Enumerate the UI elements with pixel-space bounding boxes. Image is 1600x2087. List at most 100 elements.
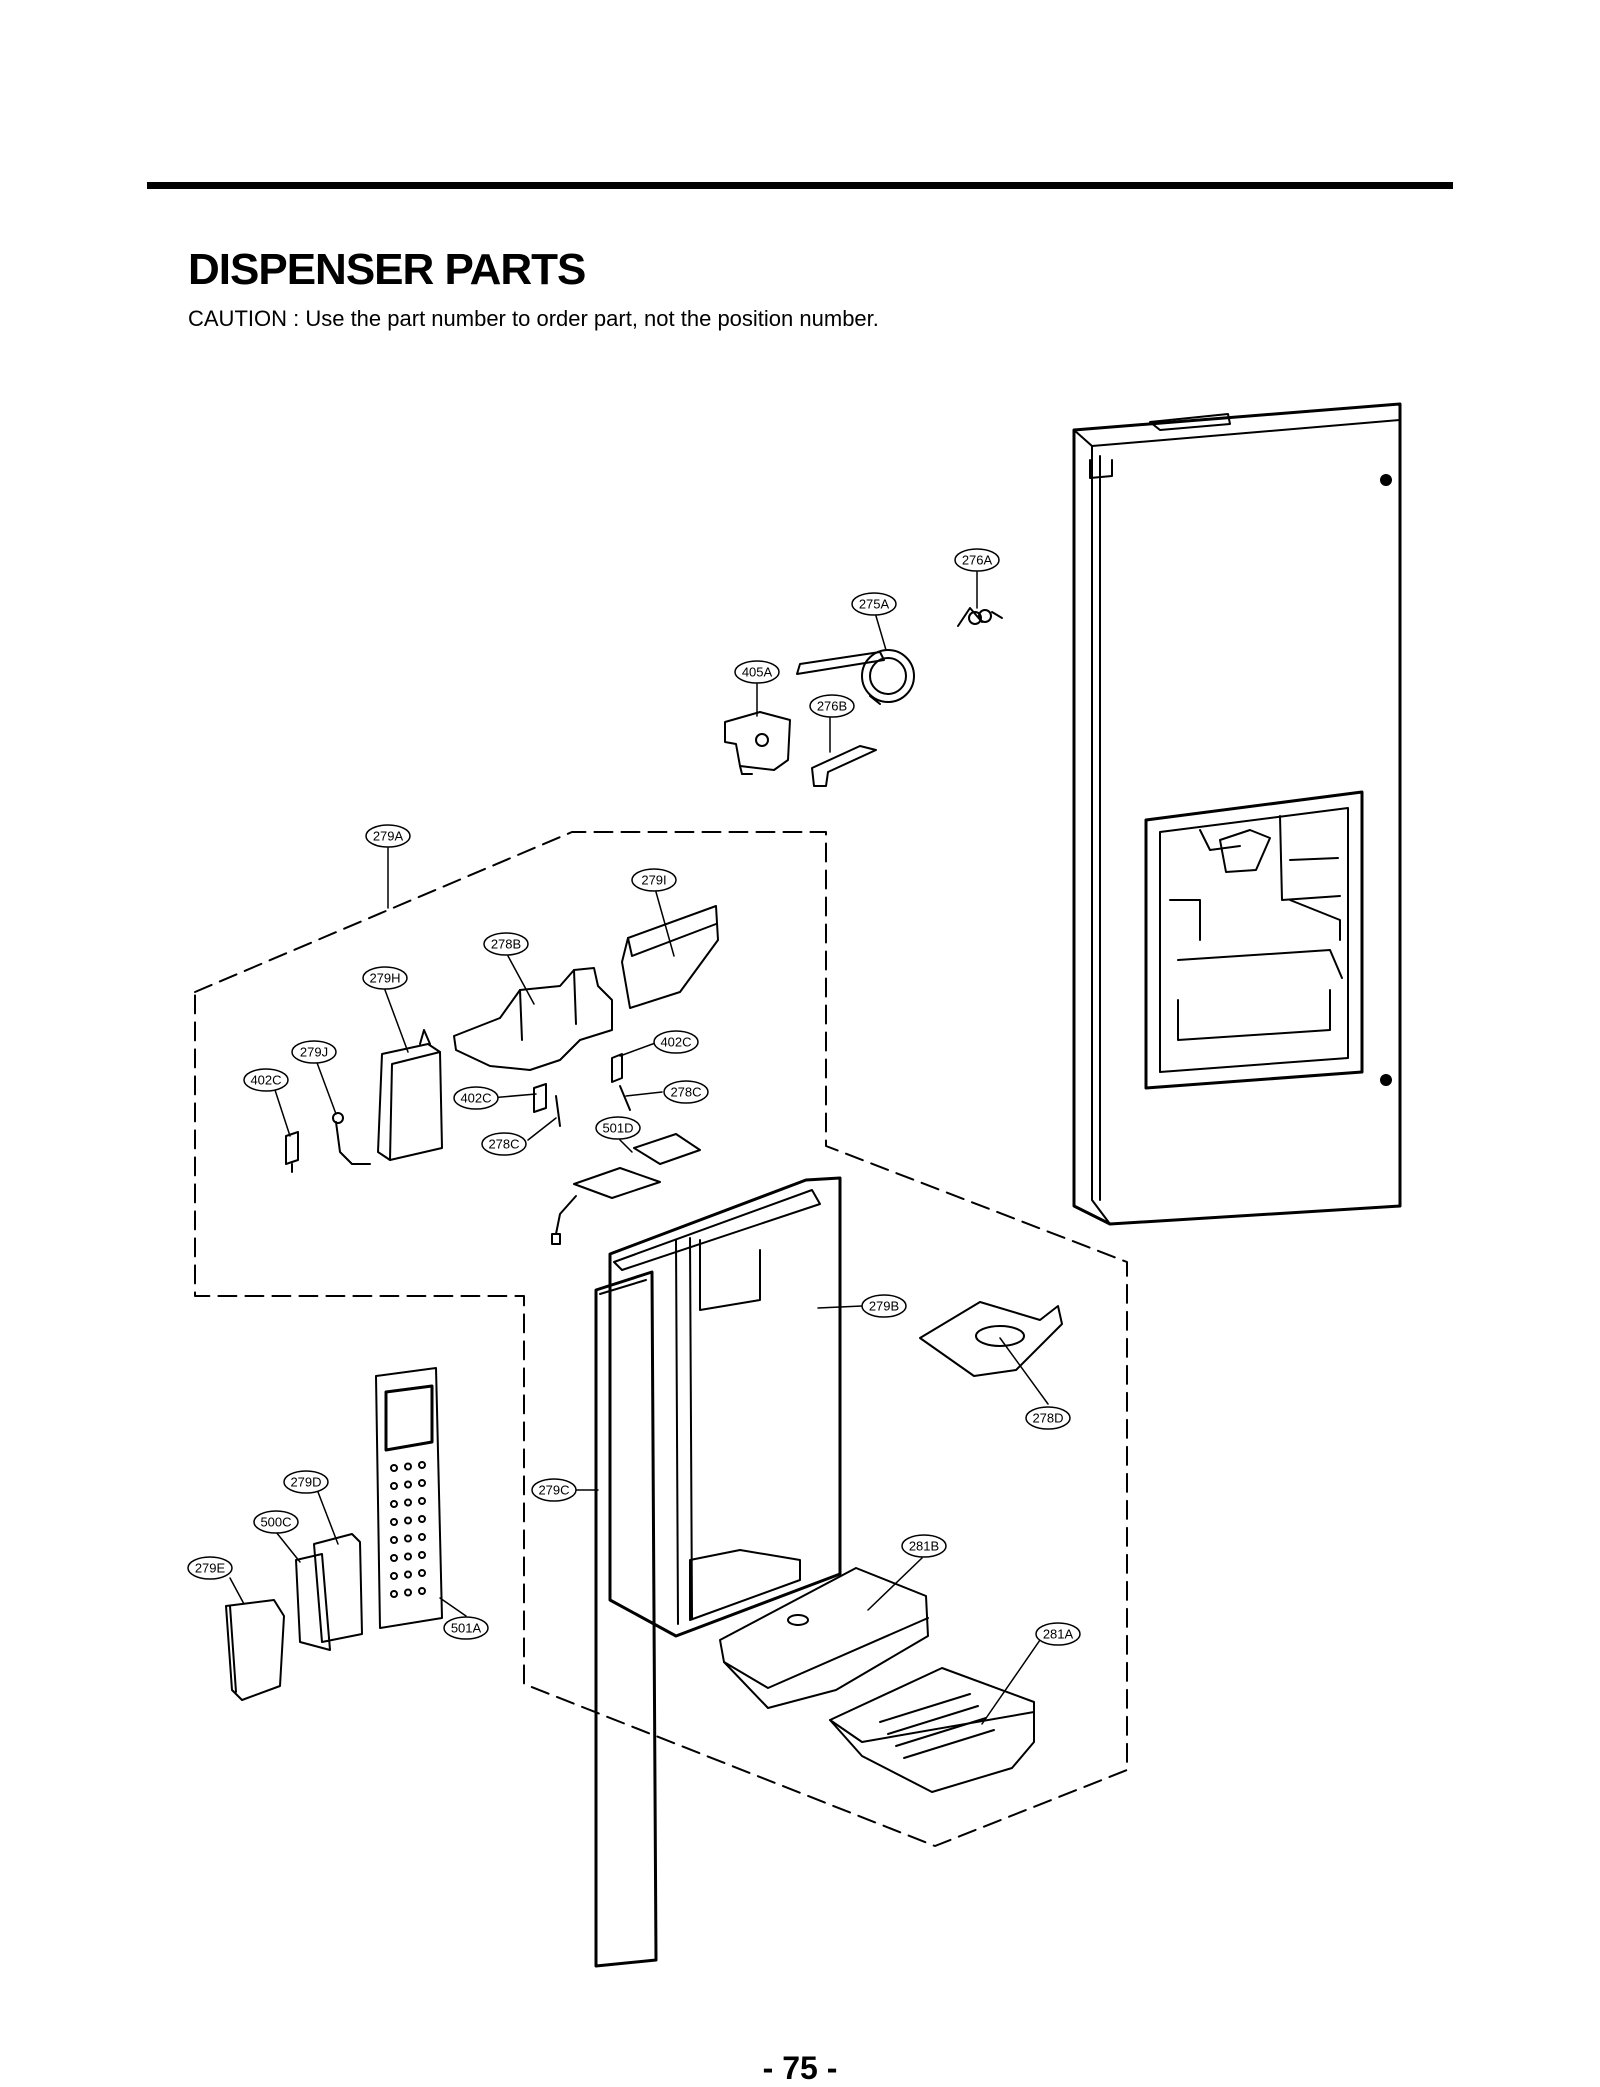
pcb-button-dot xyxy=(390,1572,398,1580)
callout-label: 500C xyxy=(260,1515,291,1530)
callout-501a: 501A xyxy=(443,1616,489,1640)
callout-label: 281A xyxy=(1043,1627,1074,1642)
callout-402c-b: 402C xyxy=(453,1086,499,1110)
side-panel-part xyxy=(594,1270,658,1968)
callout-281a: 281A xyxy=(1035,1622,1081,1646)
callout-bubble xyxy=(1035,1622,1081,1646)
pcb-button-dot xyxy=(404,1534,412,1543)
callout-279b: 279B xyxy=(861,1294,907,1318)
callout-bubble xyxy=(291,1040,337,1064)
callout-label: 402C xyxy=(250,1073,281,1088)
pcb-button-dot xyxy=(404,1516,412,1525)
drip-tray-part xyxy=(719,1567,929,1709)
callout-label: 501A xyxy=(451,1621,482,1636)
pcb-button-dot xyxy=(418,1569,426,1577)
callout-label: 279J xyxy=(300,1045,328,1060)
callout-bubble xyxy=(631,868,677,892)
pcb-button-dot xyxy=(418,1515,426,1523)
callout-bubble xyxy=(443,1616,489,1640)
flap-lever-part xyxy=(796,649,915,705)
pcb-button-dot xyxy=(390,1590,398,1598)
spring-part xyxy=(957,607,1003,627)
callout-label: 279B xyxy=(869,1299,899,1314)
callout-label: 279D xyxy=(290,1475,321,1490)
paddle-part xyxy=(621,905,719,1009)
callout-label: 276A xyxy=(962,553,993,568)
callout-bubble xyxy=(453,1086,499,1110)
cover-part xyxy=(377,1029,443,1161)
button-grid xyxy=(390,1461,426,1598)
callout-label: 279A xyxy=(373,829,404,844)
pcb-button-dot xyxy=(390,1518,398,1526)
callout-bubble xyxy=(954,548,1000,572)
pcb-button-dot xyxy=(404,1552,412,1561)
callout-label: 278D xyxy=(1032,1411,1063,1426)
callout-label: 279H xyxy=(369,971,400,986)
callout-279a: 279A xyxy=(365,824,411,848)
callout-bubble xyxy=(653,1030,699,1054)
callout-278d: 278D xyxy=(1025,1406,1071,1430)
display-pcb-part xyxy=(295,1553,331,1651)
pcb-button-dot xyxy=(390,1500,398,1508)
door-panel xyxy=(1072,402,1402,1226)
callout-279j: 279J xyxy=(291,1040,337,1064)
callout-bubble xyxy=(1025,1406,1071,1430)
assembly-boundary-279a xyxy=(194,831,1128,1847)
callout-279d: 279D xyxy=(283,1470,329,1494)
callout-bubble xyxy=(851,592,897,616)
microswitch-part-a xyxy=(285,1131,299,1173)
callout-label: 501D xyxy=(602,1121,633,1136)
pcb-button-dot xyxy=(418,1587,426,1595)
microswitch-part-b xyxy=(533,1083,547,1113)
top-rule xyxy=(147,182,1453,189)
callout-bubble xyxy=(861,1294,907,1318)
callout-279c: 279C xyxy=(531,1478,577,1502)
callout-279e: 279E xyxy=(187,1556,233,1580)
lever-bracket-part xyxy=(453,967,613,1071)
callout-bubble xyxy=(362,966,408,990)
callout-bubble xyxy=(243,1068,289,1092)
pcb-button-dot xyxy=(390,1464,398,1472)
motor-bracket-part xyxy=(724,711,791,775)
callout-bubble xyxy=(595,1116,641,1140)
callout-278c-a: 278C xyxy=(481,1132,527,1156)
pcb-button-dot xyxy=(418,1497,426,1505)
lever-pin-part-b xyxy=(619,1085,631,1111)
control-panel-pcb-part xyxy=(375,1367,443,1629)
drip-grille-part xyxy=(829,1667,1035,1793)
callout-402c-a: 402C xyxy=(243,1068,289,1092)
callout-402c-c: 402C xyxy=(653,1030,699,1054)
callout-label: 278C xyxy=(670,1085,701,1100)
bracket-part xyxy=(811,745,877,787)
callout-label: 405A xyxy=(742,665,773,680)
pcb-button-dot xyxy=(418,1551,426,1559)
callout-278c-b: 278C xyxy=(663,1080,709,1104)
callout-bubble xyxy=(734,660,780,684)
callout-bubble xyxy=(901,1534,947,1558)
callout-bubble xyxy=(483,932,529,956)
page-number: - 75 - xyxy=(762,2050,838,2086)
callout-405a: 405A xyxy=(734,660,780,684)
pcb-button-dot xyxy=(418,1479,426,1487)
pcb-button-dot xyxy=(390,1482,398,1490)
callout-279i: 279I xyxy=(631,868,677,892)
callout-label: 402C xyxy=(460,1091,491,1106)
callout-bubble xyxy=(283,1470,329,1494)
callout-label: 402C xyxy=(660,1035,691,1050)
pcb-button-dot xyxy=(404,1570,412,1579)
callout-bubble xyxy=(365,824,411,848)
callout-281b: 281B xyxy=(901,1534,947,1558)
callout-label: 279I xyxy=(641,873,666,888)
callout-label: 281B xyxy=(909,1539,939,1554)
callout-278b: 278B xyxy=(483,932,529,956)
pcb-button-dot xyxy=(404,1588,412,1597)
callout-label: 279C xyxy=(538,1483,569,1498)
pcb-button-dot xyxy=(418,1533,426,1541)
callout-276a: 276A xyxy=(954,548,1000,572)
pcb-button-dot xyxy=(390,1536,398,1544)
pcb-part xyxy=(551,1133,701,1245)
button-housing-part xyxy=(225,1599,285,1701)
callout-label: 278B xyxy=(491,937,521,952)
callout-label: 275A xyxy=(859,597,890,612)
